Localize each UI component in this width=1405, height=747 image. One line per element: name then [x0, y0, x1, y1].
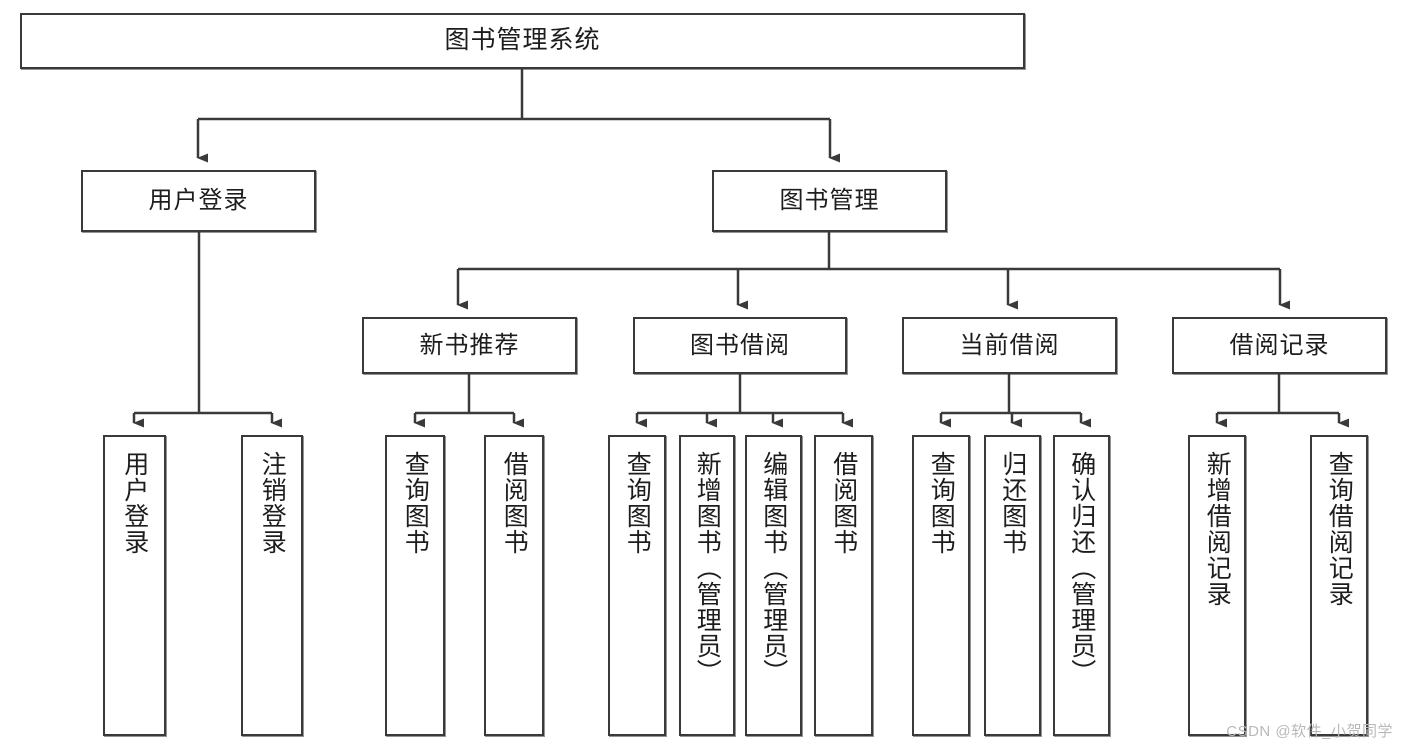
- node-user-login[interactable]: 用户登录: [81, 170, 316, 232]
- csdn-watermark: CSDN @软件_小贺同学: [1226, 723, 1393, 740]
- node-leaf-return-book-label: 归还图书: [998, 451, 1027, 555]
- node-book-management-label: 图书管理: [779, 187, 880, 214]
- node-leaf-query-borrow-record[interactable]: 查询借阅记录: [1310, 435, 1368, 736]
- node-leaf-add-borrow-record-label: 新增借阅记录: [1203, 451, 1232, 607]
- node-leaf-edit-book-admin-label: 编辑图书（管理员）: [759, 451, 788, 685]
- node-leaf-query-book-rec-label: 查询图书: [401, 451, 430, 555]
- node-new-book-recommend[interactable]: 新书推荐: [362, 317, 577, 374]
- node-leaf-return-book[interactable]: 归还图书: [984, 435, 1041, 736]
- node-leaf-confirm-return-admin-label: 确认归还（管理员）: [1067, 451, 1096, 685]
- node-leaf-confirm-return-admin[interactable]: 确认归还（管理员）: [1053, 435, 1110, 736]
- node-leaf-add-borrow-record[interactable]: 新增借阅记录: [1188, 435, 1246, 736]
- node-new-book-recommend-label: 新书推荐: [419, 331, 520, 359]
- node-leaf-edit-book-admin[interactable]: 编辑图书（管理员）: [745, 435, 802, 736]
- node-leaf-borrow-book-rec-label: 借阅图书: [500, 451, 529, 555]
- node-leaf-query-book-current-label: 查询图书: [927, 451, 956, 555]
- node-borrow-record[interactable]: 借阅记录: [1172, 317, 1387, 374]
- node-leaf-borrow-book-rec[interactable]: 借阅图书: [484, 435, 544, 736]
- node-leaf-user-login[interactable]: 用户登录: [103, 435, 166, 736]
- node-leaf-user-logout[interactable]: 注销登录: [241, 435, 303, 736]
- node-current-borrow-label: 当前借阅: [959, 331, 1060, 359]
- node-leaf-user-logout-label: 注销登录: [258, 451, 287, 555]
- node-borrow-record-label: 借阅记录: [1229, 331, 1330, 359]
- node-book-borrow-label: 图书借阅: [690, 331, 790, 359]
- node-leaf-add-book-admin-label: 新增图书（管理员）: [693, 451, 722, 685]
- node-book-borrow[interactable]: 图书借阅: [633, 317, 847, 374]
- node-leaf-query-book-borrow[interactable]: 查询图书: [608, 435, 666, 736]
- node-leaf-add-book-admin[interactable]: 新增图书（管理员）: [679, 435, 735, 736]
- node-root[interactable]: 图书管理系统: [20, 13, 1025, 69]
- node-book-management[interactable]: 图书管理: [712, 170, 947, 232]
- node-leaf-borrow-book-label: 借阅图书: [829, 451, 858, 555]
- node-leaf-borrow-book[interactable]: 借阅图书: [814, 435, 873, 736]
- node-leaf-query-book-rec[interactable]: 查询图书: [385, 435, 445, 736]
- node-leaf-query-book-current[interactable]: 查询图书: [912, 435, 970, 736]
- node-current-borrow[interactable]: 当前借阅: [902, 317, 1117, 374]
- node-root-label: 图书管理系统: [444, 26, 601, 55]
- node-leaf-query-book-borrow-label: 查询图书: [623, 451, 652, 555]
- node-user-login-label: 用户登录: [148, 187, 249, 214]
- node-leaf-user-login-label: 用户登录: [120, 451, 149, 555]
- node-leaf-query-borrow-record-label: 查询借阅记录: [1325, 451, 1354, 607]
